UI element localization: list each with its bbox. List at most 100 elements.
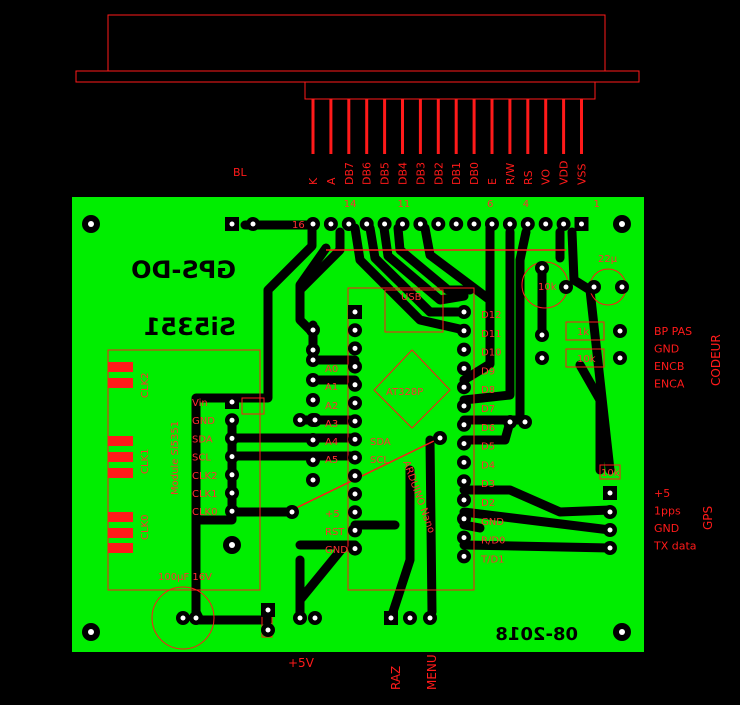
arduino-left-pin-label: A4: [325, 437, 338, 448]
lcd-lead: [544, 99, 548, 154]
pad-drill: [400, 221, 405, 227]
encoder-pin-label: GND: [654, 343, 679, 356]
arduino-left-pin-label: A0: [325, 364, 338, 375]
pad-drill: [507, 419, 513, 425]
pad-drill: [310, 377, 316, 383]
lcd-pin-label: VO: [540, 169, 553, 185]
lcd-pin-label: VDD: [558, 161, 571, 185]
pad-drill: [579, 221, 584, 227]
pad-drill: [352, 546, 358, 552]
pad-drill: [289, 509, 295, 515]
pad-drill: [461, 365, 467, 371]
menu-label: MENU: [425, 654, 439, 690]
sma-label-clk1: CLK1: [140, 449, 151, 474]
arduino-right-pin-label: GND: [481, 517, 504, 528]
pad-drill: [435, 221, 441, 227]
pad-drill: [328, 221, 334, 227]
pad-drill: [607, 509, 613, 515]
pad-drill: [525, 221, 531, 227]
lcd-pin-number: 16: [292, 220, 305, 231]
pad-drill: [461, 553, 467, 559]
lcd-lead: [436, 99, 440, 154]
gps-pin-label: TX data: [653, 540, 697, 553]
pad-drill: [539, 355, 545, 361]
pad-drill: [437, 435, 443, 441]
pad-drill: [297, 417, 303, 423]
lcd-pin-number: 14: [344, 199, 357, 210]
module-pin-label: SDA: [192, 434, 213, 445]
arduino-right-pin-label: D2: [481, 498, 495, 509]
lcd-lead: [562, 99, 566, 154]
lcd-lead: [580, 99, 583, 154]
pad-drill: [352, 491, 358, 497]
pad-drill: [471, 221, 477, 227]
pad-drill: [310, 327, 316, 333]
pad-drill: [352, 364, 358, 370]
lcd-pin-label: DB5: [379, 162, 392, 185]
module-pin-label: CLK2: [192, 471, 217, 482]
module-pin-label: GND: [192, 416, 215, 427]
pad-drill: [229, 399, 235, 405]
lcd-pin-label: DB2: [432, 162, 445, 185]
pad-drill: [461, 347, 467, 353]
arduino-right-pin-label: D8: [481, 385, 495, 396]
arduino-right-pin-label: R/D0: [481, 536, 505, 547]
arduino-left-pin-label: A5: [325, 455, 338, 466]
pad-drill: [310, 437, 316, 443]
lcd-pin-number: 1: [594, 199, 600, 210]
gps-pin-label: GND: [654, 522, 679, 535]
pad-drill: [461, 497, 467, 503]
pad-drill: [180, 615, 186, 621]
lcd-lead: [329, 99, 333, 154]
reset-label: RAZ: [389, 666, 403, 690]
pad-drill: [382, 221, 388, 227]
pad-drill: [607, 527, 613, 533]
pad-drill: [539, 332, 545, 338]
pad-drill: [461, 328, 467, 334]
gps-pin-label: 1pps: [654, 505, 681, 518]
sma-label-clk0: CLK0: [140, 515, 151, 540]
pad-drill: [265, 607, 271, 613]
pad-drill: [364, 221, 370, 227]
pad-drill: [310, 397, 316, 403]
arduino-right-pin-label: D6: [481, 423, 495, 434]
arduino-right-pin-label: T/D1: [480, 554, 505, 565]
lcd-pin-label: DB1: [450, 162, 463, 185]
pad-drill: [388, 615, 394, 621]
pad-drill: [607, 545, 613, 551]
pad-drill: [461, 516, 467, 522]
lcd-lead: [472, 99, 476, 154]
pad-drill: [352, 345, 358, 351]
pad-drill: [229, 472, 235, 478]
lcd-pin-label: DB4: [397, 162, 410, 185]
pad-drill: [310, 357, 316, 363]
lcd-pin-label: R/W: [504, 163, 517, 185]
pad-drill: [617, 355, 623, 361]
module-pin-label: SCL: [192, 453, 211, 464]
pad-drill: [193, 615, 199, 621]
pad-drill: [489, 221, 495, 227]
lcd-pin-label: E: [486, 178, 499, 185]
encoder-pin-label: BP PAS: [654, 325, 692, 338]
lcd-lead: [401, 99, 404, 154]
arduino-left-pin-label: A2: [325, 401, 338, 412]
backlight-label: BL: [233, 166, 248, 179]
pad-drill: [461, 422, 467, 428]
pad-drill: [453, 221, 459, 227]
arduino-right-pin-label: D11: [481, 329, 501, 340]
pad-drill: [352, 455, 358, 461]
lcd-lead: [311, 99, 315, 154]
lcd-pin-label: VSS: [576, 163, 589, 185]
module-pin-label: Vin: [192, 398, 208, 409]
pad-drill: [522, 419, 528, 425]
pad-drill: [229, 221, 235, 227]
arduino-right-pin-label: D10: [481, 348, 501, 359]
pad-drill: [310, 477, 316, 483]
pad-drill: [352, 309, 358, 315]
sma-label-clk2: CLK2: [140, 373, 151, 398]
lcd-pin-label: RS: [522, 170, 535, 185]
